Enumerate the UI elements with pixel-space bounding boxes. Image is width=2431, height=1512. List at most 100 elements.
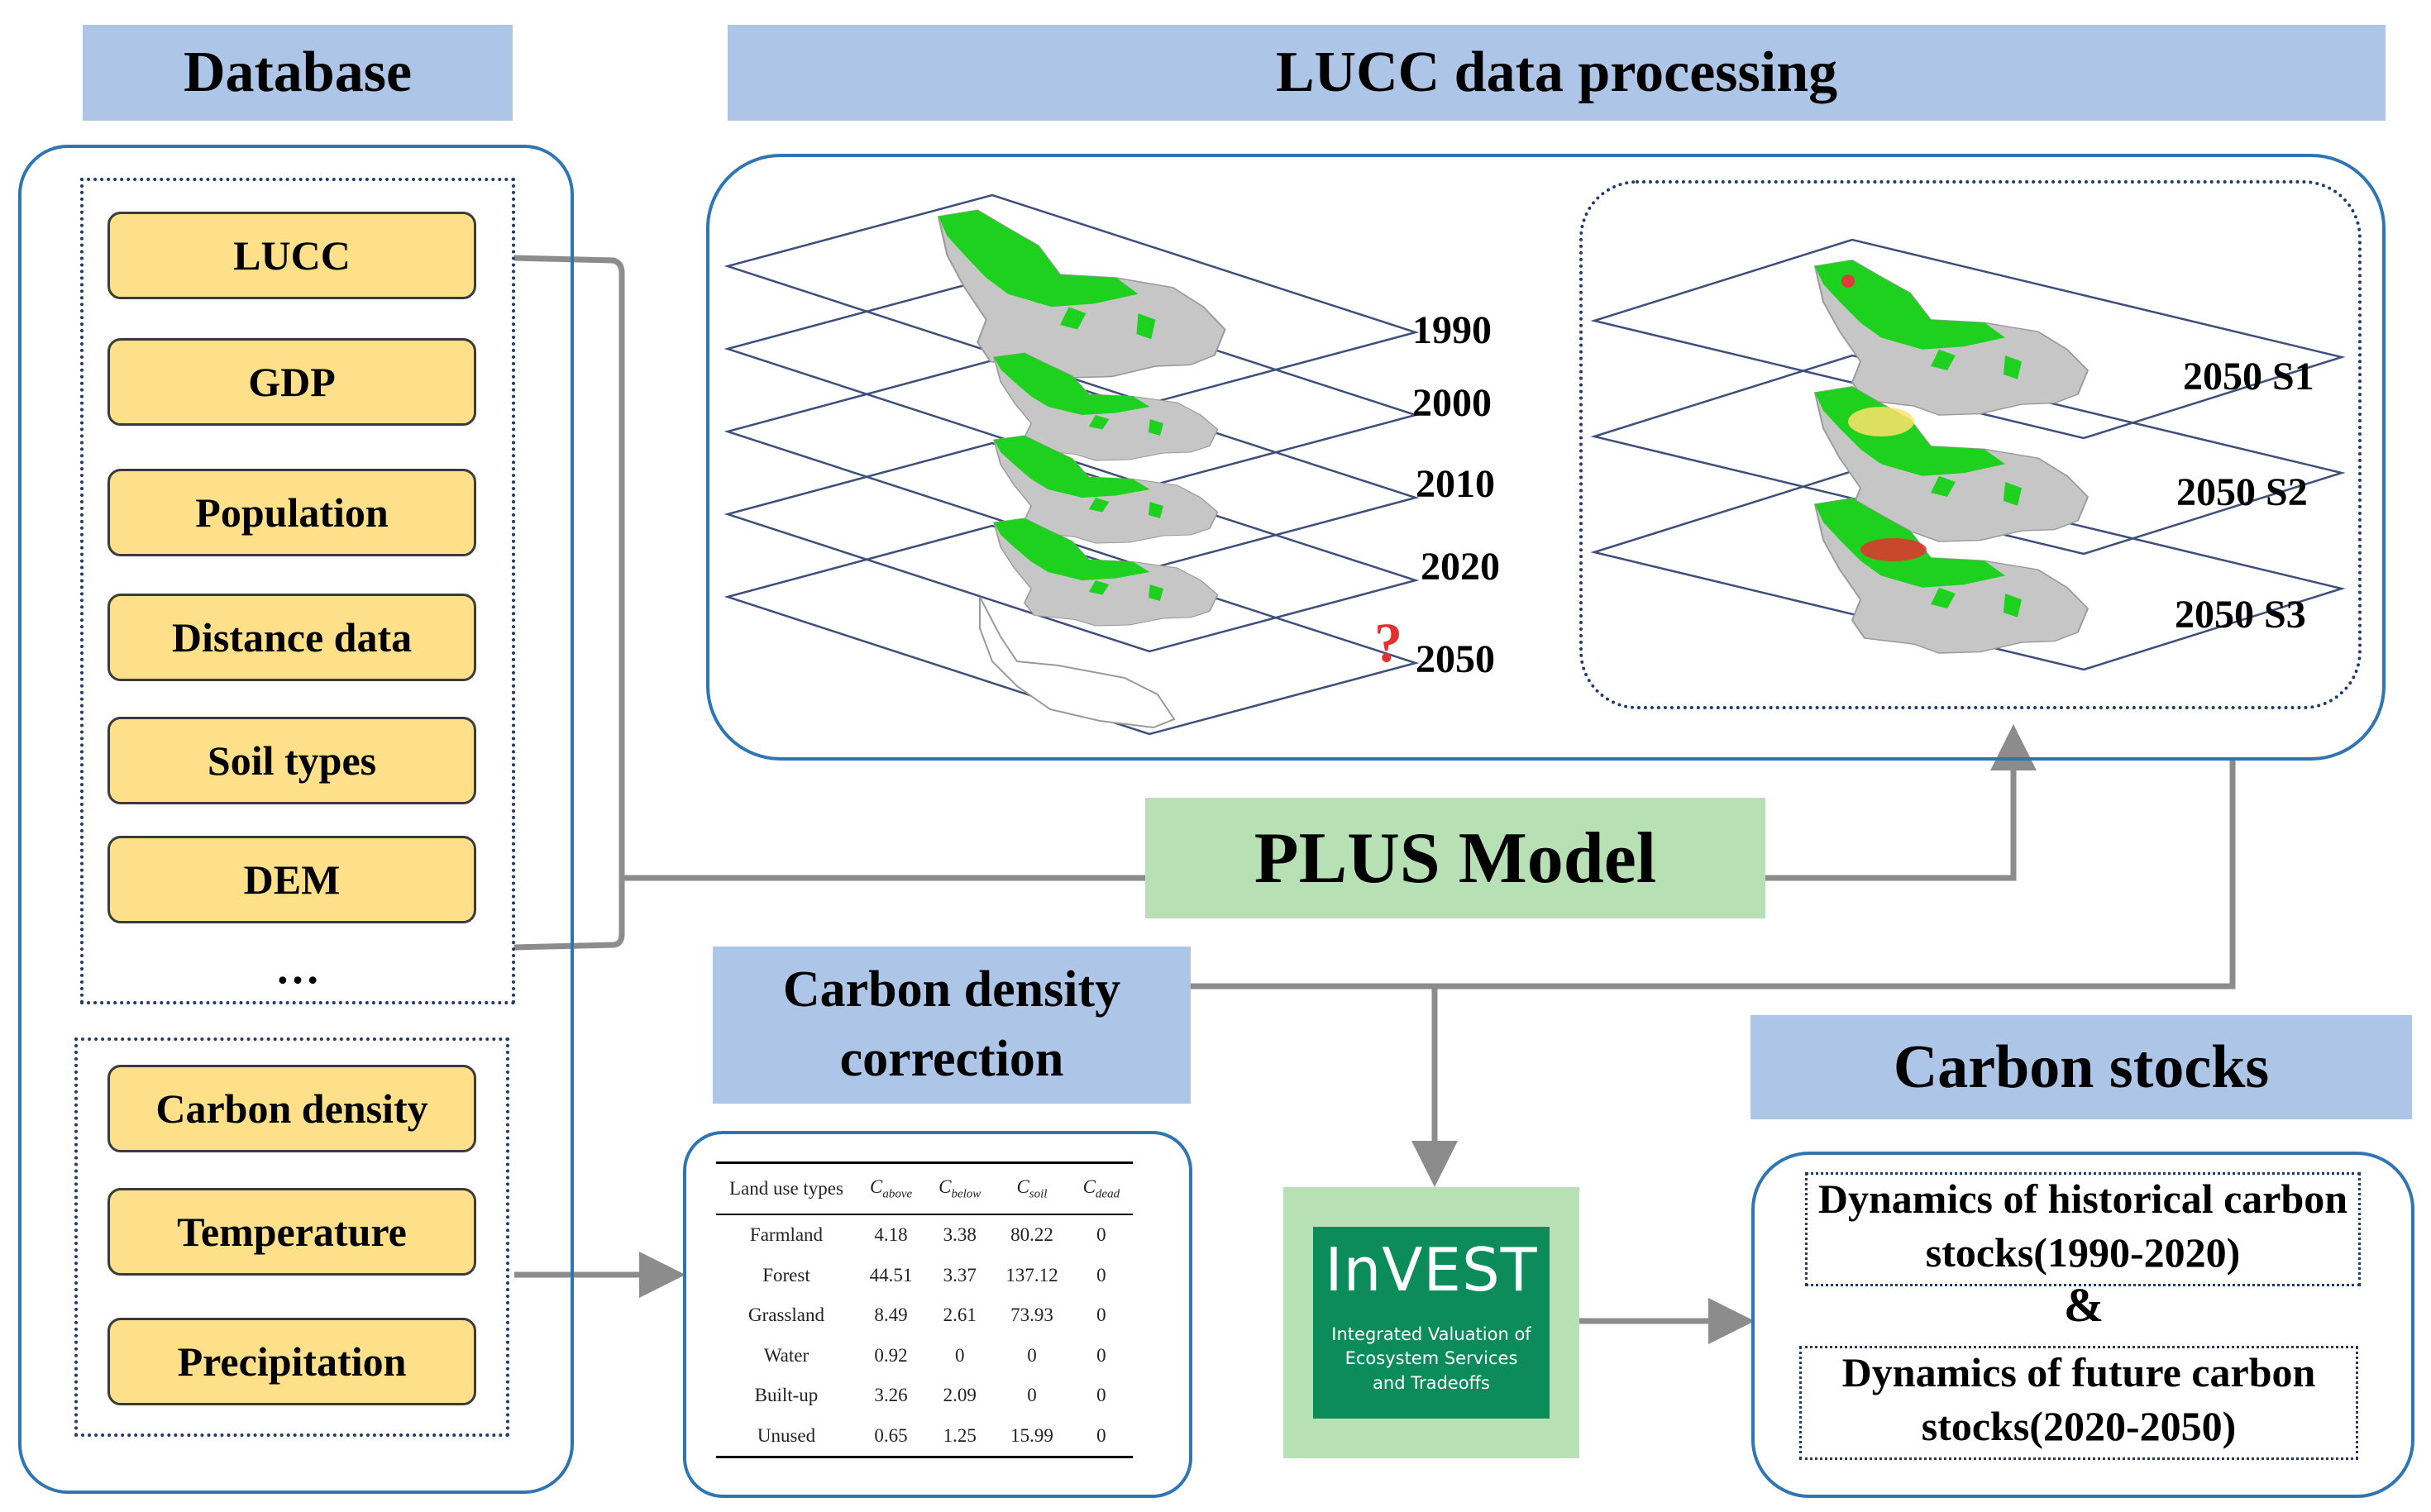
table-row: Built-up 3.26 2.09 0 0 (716, 1376, 1133, 1416)
table-header-symbol: C (1082, 1176, 1096, 1197)
table-cell: 137.12 (1005, 1264, 1058, 1285)
table-cell: 0.65 (856, 1415, 926, 1458)
invest-logo-line-1: Integrated Valuation of (1331, 1324, 1531, 1344)
table-cell: 0 (1027, 1344, 1037, 1366)
carbon-density-table: Land use types Cabove Cbelow Csoil Cdead… (716, 1161, 1134, 1458)
table-header-symbol: C (869, 1176, 883, 1197)
ampersand: & (2063, 1278, 2104, 1332)
historical-dynamics-box (1805, 1172, 2361, 1286)
historical-dynamics-label: Dynamics of historical carbon stocks(199… (1817, 1176, 2348, 1276)
table-header-land-use: Land use types (716, 1161, 857, 1215)
table-header-sub-soil: soil (1029, 1187, 1048, 1201)
question-mark: ? (1374, 611, 1402, 674)
table-cell: 3.38 (943, 1224, 977, 1246)
database-item-dem: DEM (107, 836, 476, 923)
table-header-symbol: C (938, 1176, 952, 1197)
table-header-dead: Cdead (1069, 1161, 1134, 1215)
database-header: Database (83, 25, 513, 121)
table-cell: Water (763, 1344, 810, 1366)
table-cell: Built-up (754, 1385, 819, 1406)
table-cell: 4.18 (874, 1224, 908, 1246)
table-cell: Unused (716, 1415, 857, 1458)
table-header-above: Cabove (856, 1161, 926, 1215)
lucc-map-1990 (937, 209, 1226, 379)
table-cell: 44.51 (869, 1264, 913, 1285)
table-row: Farmland 4.18 3.38 80.22 0 (716, 1214, 1133, 1256)
carbon-stocks-panel (1751, 1152, 2414, 1498)
table-cell: 0 (1027, 1385, 1037, 1406)
table-cell: Forest (762, 1264, 810, 1285)
table-header-sub-dead: dead (1095, 1187, 1120, 1201)
scenario-group (1579, 180, 2362, 709)
year-label-1990: 1990 (1412, 308, 1492, 352)
database-item-distance-data: Distance data (107, 594, 476, 681)
table-header-soil: Csoil (994, 1161, 1070, 1215)
database-item-soil-types: Soil types (107, 717, 476, 804)
table-row: Water 0.92 0 0 0 (716, 1336, 1133, 1376)
table-cell: 3.37 (943, 1264, 977, 1285)
table-header-below: Cbelow (925, 1161, 995, 1215)
table-cell: 0 (1096, 1264, 1106, 1285)
table-cell: 1.25 (925, 1415, 995, 1458)
climate-item-temperature: Temperature (107, 1188, 476, 1276)
table-header-row: Land use types Cabove Cbelow Csoil Cdead (716, 1161, 1134, 1215)
database-item-population: Population (107, 469, 476, 556)
future-dynamics-label: Dynamics of future carbon stocks(2020-20… (1841, 1349, 2316, 1449)
table-cell: Grassland (747, 1305, 824, 1326)
carbon-density-table-wrap: Land use types Cabove Cbelow Csoil Cdead… (716, 1161, 1134, 1458)
scenario-map-s1 (1814, 259, 2089, 416)
plus-to-lucc-arrow (1765, 724, 2037, 881)
future-dynamics-box (1799, 1346, 2358, 1460)
carbon-stocks-header-label: Carbon stocks (1893, 1033, 2270, 1101)
scenario-map-s3 (1814, 497, 2089, 654)
invest-logo-wordmark: InVEST (1325, 1235, 1538, 1305)
table-cell: 0 (1096, 1385, 1106, 1406)
table-cell: 0 (1096, 1305, 1106, 1326)
table-cell: 2.09 (943, 1385, 977, 1406)
database-panel (18, 145, 574, 1494)
table-cell: 0 (1096, 1224, 1106, 1246)
scenario-label-s1: 2050 S1 (2183, 355, 2314, 398)
lucc-to-density-connector (1191, 759, 2236, 990)
plus-model-box: PLUS Model (1145, 798, 1765, 918)
scenario-label-s2: 2050 S2 (2176, 470, 2308, 514)
driver-data-group (80, 178, 515, 1004)
scenario-label-s3: 2050 S3 (2175, 593, 2306, 637)
database-ellipsis: … (275, 943, 320, 993)
table-cell: 0 (1069, 1415, 1134, 1458)
invest-logo: InVEST Integrated Valuation of Ecosystem… (1313, 1227, 1550, 1419)
table-row: Forest 44.51 3.37 137.12 0 (716, 1256, 1133, 1296)
table-cell: 80.22 (1010, 1224, 1053, 1246)
climate-item-precipitation: Precipitation (107, 1318, 476, 1405)
invest-logo-line-2: Ecosystem Services (1344, 1348, 1518, 1369)
lucc-map-2050-outline (979, 596, 1176, 729)
database-item-gdp: GDP (107, 338, 476, 426)
table-cell: 2.61 (943, 1305, 977, 1326)
climate-data-group (74, 1037, 509, 1437)
plus-model-label: PLUS Model (1254, 818, 1657, 899)
table-cell: 15.99 (994, 1415, 1070, 1458)
carbon-density-correction-label: Carbon density correction (782, 961, 1121, 1087)
table-cell: 8.49 (874, 1305, 908, 1326)
year-label-2000: 2000 (1412, 381, 1492, 425)
lucc-processing-header: LUCC data processing (728, 25, 2386, 121)
lucc-processing-header-label: LUCC data processing (1275, 41, 1838, 104)
table-cell: 0 (1096, 1344, 1106, 1366)
table-header-sub-below: below (951, 1187, 981, 1201)
year-label-2050: 2050 (1416, 637, 1495, 681)
carbon-stocks-header: Carbon stocks (1750, 1015, 2412, 1119)
table-cell: 0.92 (874, 1344, 908, 1366)
table-cell: 73.93 (1010, 1305, 1053, 1326)
lucc-processing-panel (706, 154, 2386, 761)
climate-item-carbon-density: Carbon density (107, 1065, 476, 1152)
table-cell: 3.26 (874, 1385, 908, 1406)
table-cell: 0 (954, 1344, 965, 1366)
table-row: Grassland 8.49 2.61 73.93 0 (716, 1295, 1133, 1336)
scenario-map-s2 (1814, 385, 2089, 542)
table-cell: Farmland (749, 1224, 824, 1246)
database-item-lucc: LUCC (107, 212, 476, 299)
year-label-2010: 2010 (1416, 462, 1495, 506)
